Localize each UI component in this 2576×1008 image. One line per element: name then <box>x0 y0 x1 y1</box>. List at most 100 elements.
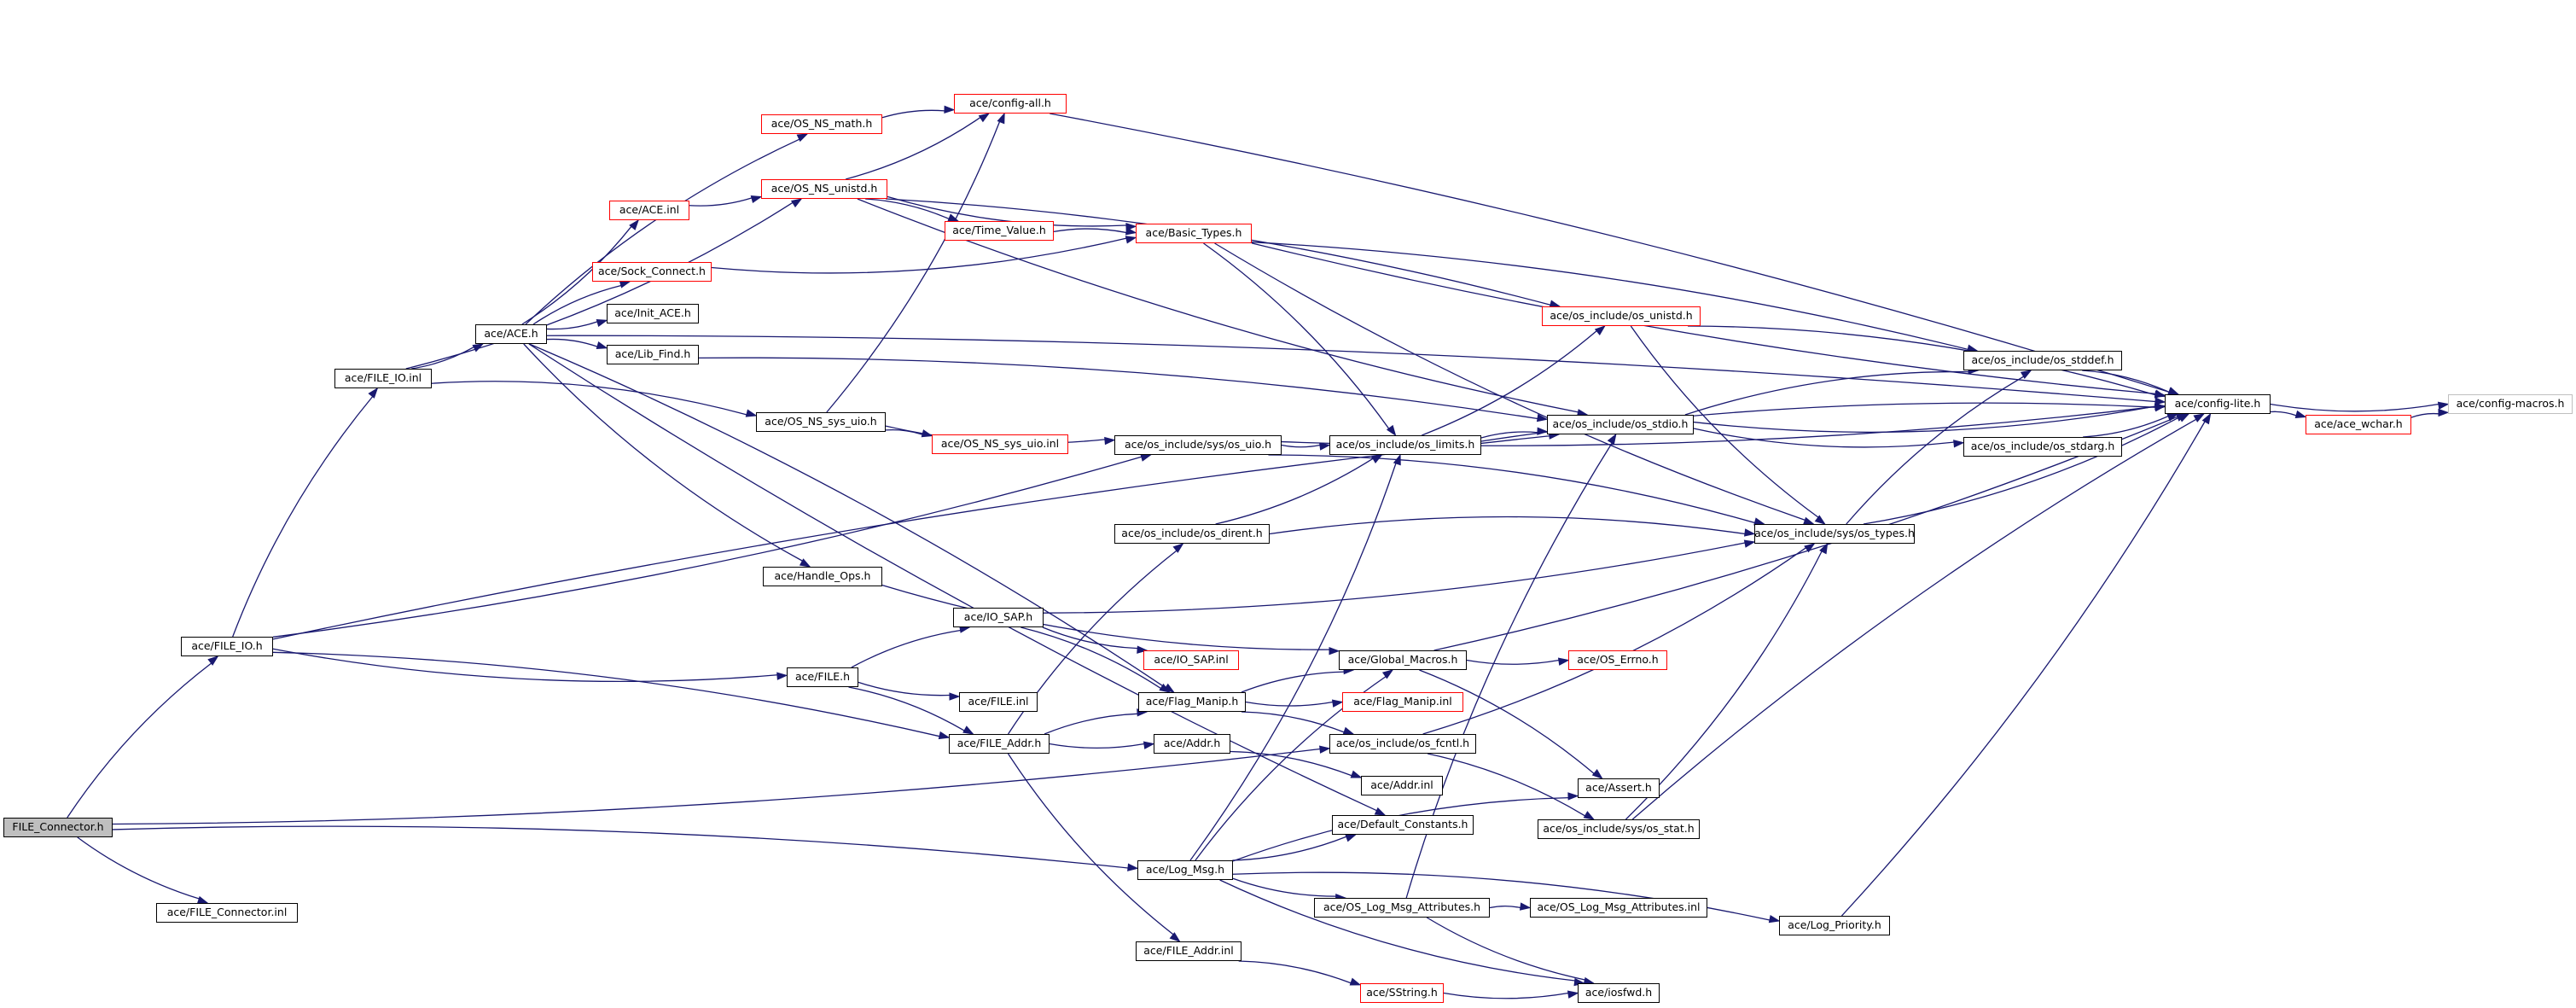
node-os-stdio-h[interactable]: ace/os_include/os_stdio.h <box>1547 415 1694 434</box>
node-os-ns-sys-uio-h[interactable]: ace/OS_NS_sys_uio.h <box>756 412 886 432</box>
node-time-value-h[interactable]: ace/Time_Value.h <box>945 221 1054 241</box>
arrowhead-os_ns_unistd_h-to-config_all_h <box>978 113 991 123</box>
node-lib-find-h[interactable]: ace/Lib_Find.h <box>607 345 699 364</box>
edge-os_types_h-to-os_stddef_h <box>1846 376 2025 525</box>
arrowhead-os_ns_math_h-to-config_all_h <box>944 105 956 114</box>
edge-os_fcntl_h-to-os_types_h <box>1422 547 1806 735</box>
edge-os_unistd_h-to-config_lite_h <box>1688 325 2156 396</box>
arrowhead-sstring_h-to-iosfwd_h <box>1567 990 1579 999</box>
arrowhead-log_priority_h-to-config_lite_h <box>2201 412 2212 425</box>
node-basic-types-h[interactable]: ace/Basic_Types.h <box>1136 224 1252 243</box>
edge-file_io_h-to-os_uio_h <box>272 456 1142 638</box>
arrowhead-file_addr_h-to-os_dirent_h <box>1172 543 1184 553</box>
arrowhead-basic_types_h-to-os_limits_h <box>1386 424 1397 437</box>
edge-global_macros_h-to-config_lite_h <box>1433 416 2178 651</box>
edge-ace_inl-to-os_ns_unistd_h <box>689 197 753 207</box>
node-flag-manip-h[interactable]: ace/Flag_Manip.h <box>1138 692 1246 712</box>
edge-os_stdio_h-to-os_stddef_h <box>1684 370 1969 416</box>
node-sock-connect-h[interactable]: ace/Sock_Connect.h <box>592 262 712 282</box>
node-iosfwd-h[interactable]: ace/iosfwd.h <box>1578 983 1660 1003</box>
node-file-h[interactable]: ace/FILE.h <box>787 667 858 687</box>
node-os-fcntl-h[interactable]: ace/os_include/os_fcntl.h <box>1329 734 1476 754</box>
node-addr-inl[interactable]: ace/Addr.inl <box>1361 776 1443 795</box>
node-os-stdarg-h[interactable]: ace/os_include/os_stdarg.h <box>1963 437 2122 457</box>
edge-os_dirent_h-to-os_limits_h <box>1215 457 1374 525</box>
edge-os_uio_h-to-os_limits_h <box>1281 444 1321 448</box>
node-file-connector-inl[interactable]: ace/FILE_Connector.inl <box>156 903 298 923</box>
arrowhead-ace_h-to-default_constants_h <box>1374 807 1387 816</box>
arrowhead-io_sap_h-to-flag_manip_h <box>1159 683 1171 693</box>
node-ace-wchar-h[interactable]: ace/ace_wchar.h <box>2306 415 2411 434</box>
edge-log_msg_h-to-os_limits_h <box>1189 463 1397 861</box>
node-io-sap-inl[interactable]: ace/IO_SAP.inl <box>1143 650 1239 670</box>
node-os-uio-h[interactable]: ace/os_include/sys/os_uio.h <box>1114 435 1282 455</box>
node-os-stat-h[interactable]: ace/os_include/sys/os_stat.h <box>1538 819 1700 839</box>
node-ace-h[interactable]: ace/ACE.h <box>475 324 547 344</box>
edge-global_macros_h-to-os_errno_h <box>1466 659 1560 665</box>
edge-handle_ops_h-to-global_macros_h <box>881 584 1330 650</box>
node-os-ns-math-h[interactable]: ace/OS_NS_math.h <box>761 114 882 134</box>
edge-os_log_msg_attributes_h-to-iosfwd_h <box>1426 917 1585 981</box>
edge-ace_wchar_h-to-config_macros_h <box>2410 412 2439 418</box>
arrowhead-flag_manip_h-to-os_fcntl_h <box>1342 726 1355 735</box>
node-os-limits-h[interactable]: ace/os_include/os_limits.h <box>1329 435 1481 455</box>
node-config-lite-h[interactable]: ace/config-lite.h <box>2165 394 2271 414</box>
node-os-log-msg-attributes-h[interactable]: ace/OS_Log_Msg_Attributes.h <box>1314 898 1490 918</box>
arrowhead-io_sap_h-to-io_sap_inl <box>1137 645 1148 654</box>
node-global-macros-h[interactable]: ace/Global_Macros.h <box>1339 650 1467 670</box>
node-config-all-h[interactable]: ace/config-all.h <box>954 94 1067 114</box>
arrowhead-log_msg_h-to-log_priority_h <box>1768 914 1781 924</box>
edge-addr_h-to-addr_inl <box>1230 750 1352 777</box>
node-os-errno-h[interactable]: ace/OS_Errno.h <box>1568 650 1667 670</box>
node-os-ns-sys-uio-inl[interactable]: ace/OS_NS_sys_uio.inl <box>932 434 1068 454</box>
edge-file_connector_h-to-file_io_h <box>67 662 212 819</box>
node-init-ace-h[interactable]: ace/Init_ACE.h <box>607 304 699 323</box>
arrowhead-handle_ops_h-to-global_macros_h <box>1329 646 1340 655</box>
arrowhead-time_value_h-to-basic_types_h <box>1125 227 1137 236</box>
node-os-unistd-h[interactable]: ace/os_include/os_unistd.h <box>1542 306 1701 326</box>
node-handle-ops-h[interactable]: ace/Handle_Ops.h <box>763 567 882 586</box>
edge-os_stdio_h-to-config_lite_h <box>1693 405 2156 433</box>
node-file-inl[interactable]: ace/FILE.inl <box>959 692 1038 712</box>
node-file-connector-h[interactable]: FILE_Connector.h <box>3 818 113 837</box>
node-io-sap-h[interactable]: ace/IO_SAP.h <box>953 608 1044 627</box>
arrowhead-os_stdio_h-to-os_stdarg_h <box>1953 440 1965 448</box>
node-os-types-h[interactable]: ace/os_include/sys/os_types.h <box>1754 524 1915 544</box>
node-addr-h[interactable]: ace/Addr.h <box>1154 734 1230 754</box>
edge-config_lite_h-to-config_macros_h <box>2270 403 2439 412</box>
edge-file_io_h-to-os_stdio_h <box>272 435 1550 640</box>
node-log-priority-h[interactable]: ace/Log_Priority.h <box>1779 916 1890 935</box>
edge-file_h-to-io_sap_h <box>851 629 961 668</box>
edge-file_io_inl-to-ace_h <box>411 347 474 370</box>
edge-os_stdarg_h-to-config_lite_h <box>2083 416 2169 438</box>
node-file-io-h[interactable]: ace/FILE_IO.h <box>181 637 273 656</box>
arrowhead-ace_h-to-os_ns_math_h <box>796 133 809 143</box>
node-os-dirent-h[interactable]: ace/os_include/os_dirent.h <box>1114 524 1270 544</box>
node-os-ns-unistd-h[interactable]: ace/OS_NS_unistd.h <box>761 179 887 199</box>
node-file-addr-h[interactable]: ace/FILE_Addr.h <box>949 734 1050 754</box>
edge-os_stdio_h-to-os_stdarg_h <box>1693 428 1955 448</box>
node-sstring-h[interactable]: ace/SString.h <box>1360 983 1444 1003</box>
node-file-io-inl[interactable]: ace/FILE_IO.inl <box>334 369 432 388</box>
node-os-stddef-h[interactable]: ace/os_include/os_stddef.h <box>1963 351 2122 370</box>
node-log-msg-h[interactable]: ace/Log_Msg.h <box>1137 860 1233 880</box>
arrowhead-basic_types_h-to-os_types_h <box>1803 516 1815 525</box>
arrowhead-addr_h-to-addr_inl <box>1350 770 1363 778</box>
node-file-addr-inl[interactable]: ace/FILE_Addr.inl <box>1136 941 1241 961</box>
arrowhead-os_dirent_h-to-os_limits_h <box>1371 454 1383 463</box>
edge-os_log_msg_attributes_h-to-os_log_msg_attributes_inl <box>1489 905 1521 909</box>
arrowhead-ace_h-to-config_lite_h <box>2154 397 2166 405</box>
arrowhead-file_io_inl-to-os_ns_unistd_h <box>790 198 803 208</box>
arrowhead-ace_h-to-handle_ops_h <box>799 558 811 568</box>
node-os-log-msg-attributes-inl[interactable]: ace/OS_Log_Msg_Attributes.inl <box>1530 898 1707 918</box>
edge-file_addr_inl-to-sstring_h <box>1238 960 1352 984</box>
node-flag-manip-inl[interactable]: ace/Flag_Manip.inl <box>1342 692 1463 712</box>
node-ace-inl[interactable]: ace/ACE.inl <box>609 201 689 220</box>
edge-time_value_h-to-basic_types_h <box>1053 228 1127 234</box>
edge-os_ns_math_h-to-config_all_h <box>881 109 945 119</box>
edge-log_msg_h-to-iosfwd_h <box>1219 879 1575 982</box>
arrowhead-log_msg_h-to-assert_h <box>1567 792 1579 801</box>
node-config-macros-h[interactable]: ace/config-macros.h <box>2448 394 2573 414</box>
node-assert-h[interactable]: ace/Assert.h <box>1578 778 1660 798</box>
node-default-constants-h[interactable]: ace/Default_Constants.h <box>1332 815 1474 835</box>
